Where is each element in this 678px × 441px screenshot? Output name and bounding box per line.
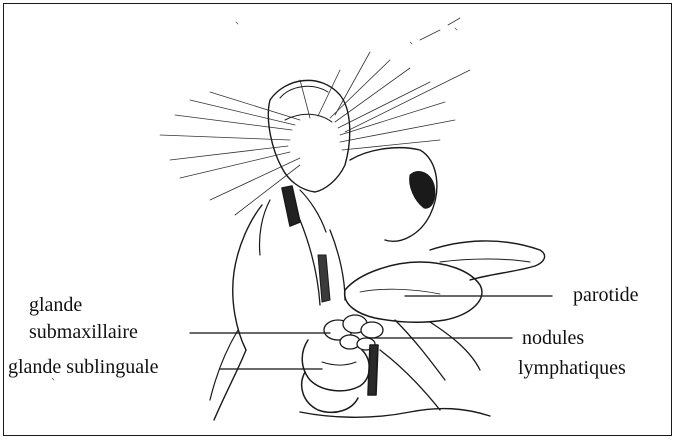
ear-dark [410,172,435,209]
sublingual-gland [302,372,358,412]
neck-muscle-left [300,220,320,305]
incisors [282,186,300,226]
label-nodules-line2: lymphatiques [518,357,626,379]
left-shoulder [214,350,246,420]
parotid-gland [345,262,482,322]
left-jaw [233,205,262,350]
label-nodules-line1: nodules [522,327,584,349]
label-sublinguale: glande sublinguale [8,356,159,378]
skin-flap [430,241,545,280]
label-submaxillaire-line1: glande [29,294,82,316]
neck-muscle-right [330,230,345,300]
label-submaxillaire-line2: submaxillaire [29,321,138,343]
label-parotide: parotide [573,284,639,306]
